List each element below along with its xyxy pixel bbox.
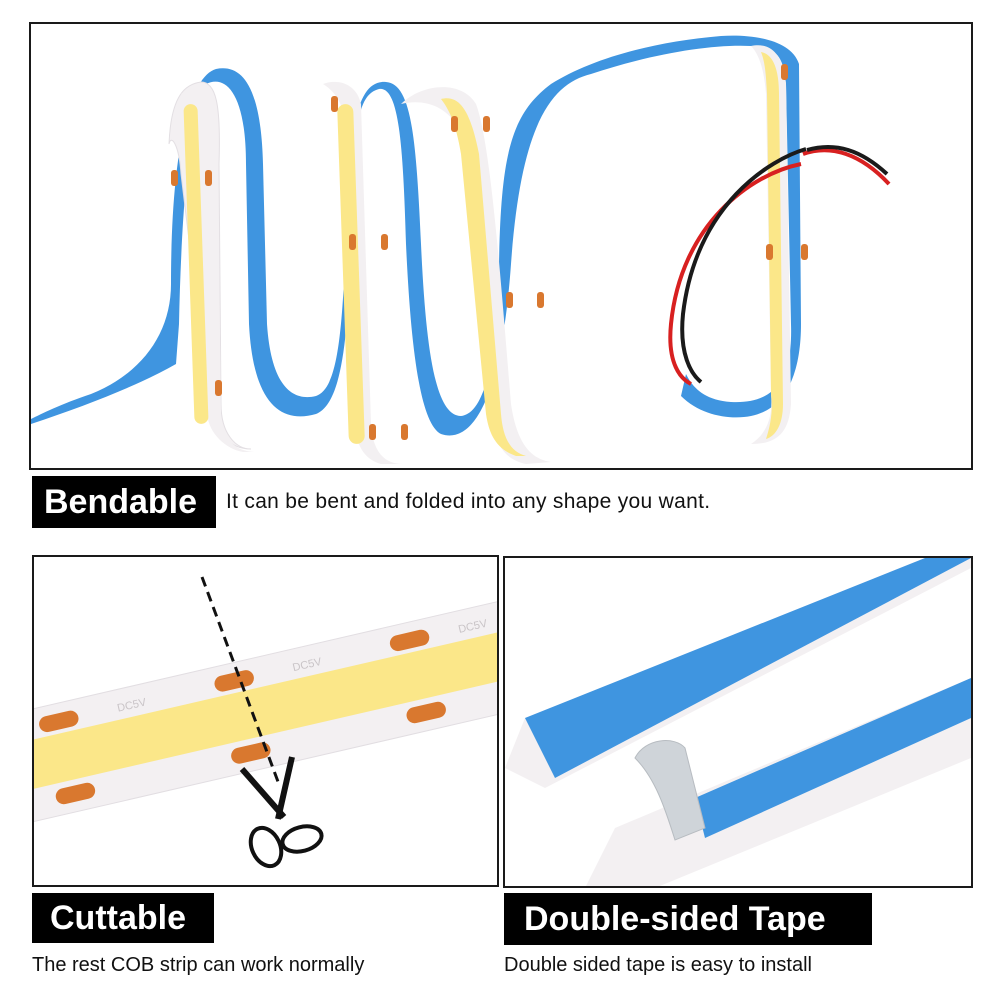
- cuttable-caption: The rest COB strip can work normally: [32, 954, 365, 976]
- blue-tape-ribbon: [31, 35, 801, 436]
- led-strip: [34, 622, 497, 796]
- blue-tape: [695, 678, 971, 838]
- red-wire-end: [802, 148, 891, 186]
- bendable-title: Bendable: [32, 476, 216, 528]
- led-strip: [337, 104, 365, 444]
- bent-strip-illustration: [31, 35, 891, 464]
- cuttable-photo: DC5V DC5V DC5V: [32, 555, 499, 887]
- blue-tape: [525, 558, 971, 778]
- peeled-liner: [634, 740, 706, 841]
- black-wire: [680, 147, 807, 384]
- bendable-photo: [29, 22, 973, 470]
- red-wire: [668, 162, 802, 386]
- tape-title: Double-sided Tape: [504, 893, 872, 945]
- cut-strip-illustration: DC5V DC5V DC5V: [34, 576, 497, 869]
- scissors-icon: [239, 756, 324, 869]
- cuttable-title: Cuttable: [32, 893, 214, 943]
- copper-pads: [39, 629, 446, 805]
- pcb-segment: [323, 81, 403, 464]
- black-wire-end: [806, 145, 889, 176]
- cut-line: [200, 576, 282, 788]
- pcb-segment: [181, 87, 256, 453]
- bendable-caption: It can be bent and folded into any shape…: [226, 490, 711, 513]
- tape-caption: Double sided tape is easy to install: [504, 954, 812, 976]
- led-strip: [183, 104, 209, 424]
- tape-illustration: [505, 558, 971, 886]
- led-strip: [441, 98, 526, 456]
- copper-pads: [171, 64, 808, 440]
- tape-photo: [503, 556, 973, 888]
